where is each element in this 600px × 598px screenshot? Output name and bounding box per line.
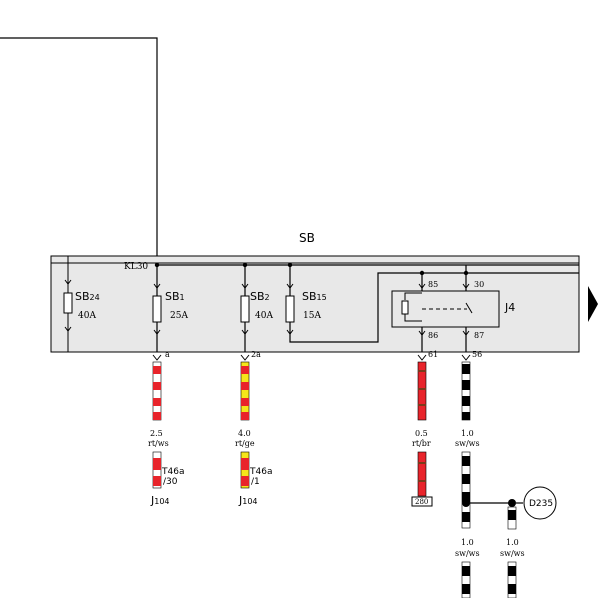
- splice-d235-circle: [523, 486, 557, 520]
- output-connector-icon: [461, 354, 471, 361]
- fuse-sb15: SB15 15A: [285, 265, 579, 343]
- wire-rt-ws: [152, 361, 162, 421]
- wire-sw-ws: [461, 361, 471, 421]
- wire-rt-br-lower: [417, 451, 427, 497]
- fuse-sb24: SB24 40A: [63, 256, 100, 352]
- output-pin-label: 2a: [251, 350, 261, 359]
- wire-color-code: sw/ws: [455, 439, 480, 448]
- fuse-rating: 40A: [78, 311, 96, 321]
- relay-pin-85: 85: [428, 280, 438, 289]
- wire-size: 2.5: [150, 429, 163, 438]
- fuse-rating: 15A: [303, 311, 321, 321]
- wire-rt-ge-lower: [240, 451, 250, 489]
- fuse-rating: 40A: [255, 311, 273, 321]
- output-connector-icon: [152, 354, 162, 361]
- wire-size: 1.0: [461, 429, 474, 438]
- connector-pin-label: /1: [251, 477, 260, 487]
- fuse-name: SB1: [165, 290, 185, 303]
- splice-dot: [462, 499, 470, 507]
- splice-dot: [508, 499, 516, 507]
- relay-pin-30: 30: [474, 280, 484, 289]
- output-pin-label: 61: [428, 350, 438, 359]
- fuse-sb2: SB2 40A: [240, 265, 273, 352]
- wire-size: 1.0: [506, 538, 519, 547]
- feed-wire: [0, 37, 158, 265]
- relay-name: J4: [504, 301, 515, 314]
- component-label: J104: [150, 494, 170, 507]
- wire-sw-ws-branch: [507, 506, 517, 530]
- relay-pin-86: 86: [428, 331, 438, 340]
- connector-pin-label: /30: [163, 477, 178, 487]
- splice-label: D235: [529, 499, 553, 509]
- wire-rt-br: [417, 361, 427, 421]
- output-connector-icon: [417, 354, 427, 361]
- wire-sw-ws-lower: [461, 451, 471, 529]
- wire-color-code: sw/ws: [500, 549, 525, 558]
- kl30-label: KL30: [124, 262, 148, 272]
- wire-rt-ge: [240, 361, 250, 421]
- component-label: J104: [238, 494, 258, 507]
- relay-j4: J4 85 30 86 87: [391, 265, 515, 352]
- fuse-name: SB2: [250, 290, 270, 303]
- wire-rt-ws-lower: [152, 451, 162, 489]
- wire-size: 4.0: [238, 429, 251, 438]
- wire-color-code: rt/ws: [148, 439, 169, 448]
- fuse-name: SB24: [75, 290, 100, 303]
- wire-sw-ws-bottom-2: [507, 561, 517, 598]
- connector-label: T46a: [161, 467, 184, 477]
- continuation-arrow-icon: [588, 286, 598, 322]
- connector-label: T46a: [249, 467, 272, 477]
- fuse-box-label: SB: [299, 231, 315, 245]
- terminal-box: [411, 496, 433, 507]
- wire-color-code: rt/br: [412, 439, 431, 448]
- output-pin-label: 56: [472, 350, 482, 359]
- fuse-sb1: SB1 25A: [152, 265, 188, 352]
- terminal-label: 280: [415, 498, 428, 506]
- wire-sw-ws-bottom-1: [461, 561, 471, 598]
- fuse-name: SB15: [302, 290, 327, 303]
- output-pin-label: a: [165, 350, 170, 359]
- output-connector-icon: [240, 354, 250, 361]
- fuse-rating: 25A: [170, 311, 188, 321]
- wire-size: 1.0: [461, 538, 474, 547]
- wire-color-code: sw/ws: [455, 549, 480, 558]
- wire-color-code: rt/ge: [235, 439, 255, 448]
- relay-pin-87: 87: [474, 331, 484, 340]
- wire-size: 0.5: [415, 429, 428, 438]
